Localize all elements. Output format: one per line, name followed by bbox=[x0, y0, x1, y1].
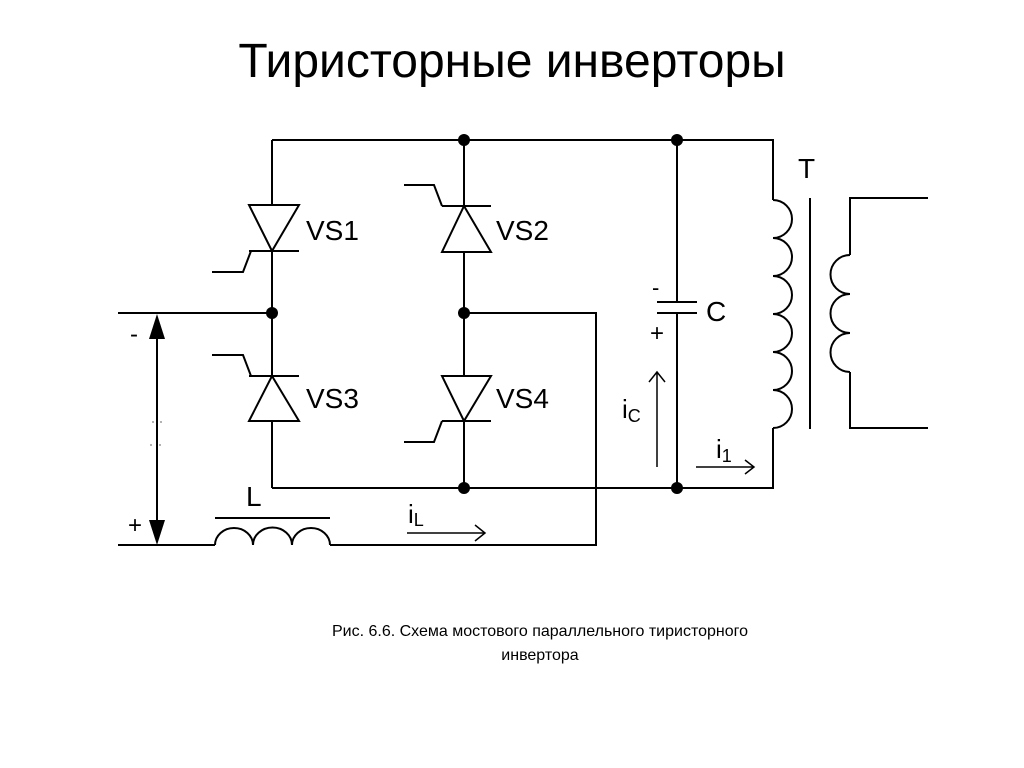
inductor-l: L bbox=[214, 481, 331, 546]
source-plus-sign: + bbox=[128, 512, 142, 539]
current-il-label: iL bbox=[408, 499, 424, 530]
junction-dot bbox=[266, 307, 278, 319]
capacitor-label: C bbox=[706, 296, 726, 327]
thyristor-label-vs1: VS1 bbox=[306, 215, 359, 246]
source-voltage-arrow: - + bbox=[128, 314, 165, 545]
current-il: iL bbox=[407, 499, 487, 542]
top-bus-wire bbox=[272, 139, 774, 200]
thyristor-label-vs2: VS2 bbox=[496, 215, 549, 246]
arrow-down-head bbox=[149, 520, 165, 545]
slide-title: Тиристорные инверторы bbox=[238, 35, 786, 88]
thyristor-vs2: VS2 bbox=[404, 184, 549, 253]
transformer-t: T bbox=[772, 153, 928, 429]
junctions bbox=[266, 134, 683, 494]
capacitor-c: C - + bbox=[650, 275, 726, 347]
source-minus-sign: - bbox=[130, 321, 138, 348]
thyristor-vs4: VS4 bbox=[404, 375, 549, 443]
current-ic: iC bbox=[622, 370, 666, 467]
bottom-bus-wire bbox=[272, 428, 774, 489]
thyristor-label-vs3: VS3 bbox=[306, 383, 359, 414]
junction-dot bbox=[671, 482, 683, 494]
current-i1: i1 bbox=[696, 434, 756, 475]
thyristor-vs3: VS3 bbox=[212, 354, 359, 422]
secondary-bottom-wire bbox=[849, 372, 928, 429]
junction-dot bbox=[458, 134, 470, 146]
capacitor-plus-sign: + bbox=[650, 320, 664, 347]
junction-dot bbox=[458, 482, 470, 494]
transformer-label: T bbox=[798, 153, 815, 184]
thyristor-vs1: VS1 bbox=[212, 204, 359, 273]
transformer-secondary-winding bbox=[829, 254, 851, 373]
thyristor-label-vs4: VS4 bbox=[496, 383, 549, 414]
caption-line-1: Рис. 6.6. Схема мостового параллельного … bbox=[331, 623, 749, 640]
junction-dot bbox=[671, 134, 683, 146]
current-i1-label: i1 bbox=[716, 434, 732, 466]
secondary-top-wire bbox=[849, 197, 928, 255]
faint-marks bbox=[150, 421, 162, 446]
figure-caption: Рис. 6.6. Схема мостового параллельного … bbox=[260, 620, 820, 668]
junction-dot bbox=[458, 307, 470, 319]
inductor-out-wire bbox=[330, 312, 597, 546]
transformer-primary-winding bbox=[772, 199, 793, 429]
inductor-label: L bbox=[246, 481, 262, 512]
current-ic-label: iC bbox=[622, 394, 641, 426]
capacitor-minus-sign: - bbox=[652, 275, 659, 300]
arrow-up-head bbox=[149, 314, 165, 339]
caption-line-2: инвертора bbox=[501, 647, 579, 664]
